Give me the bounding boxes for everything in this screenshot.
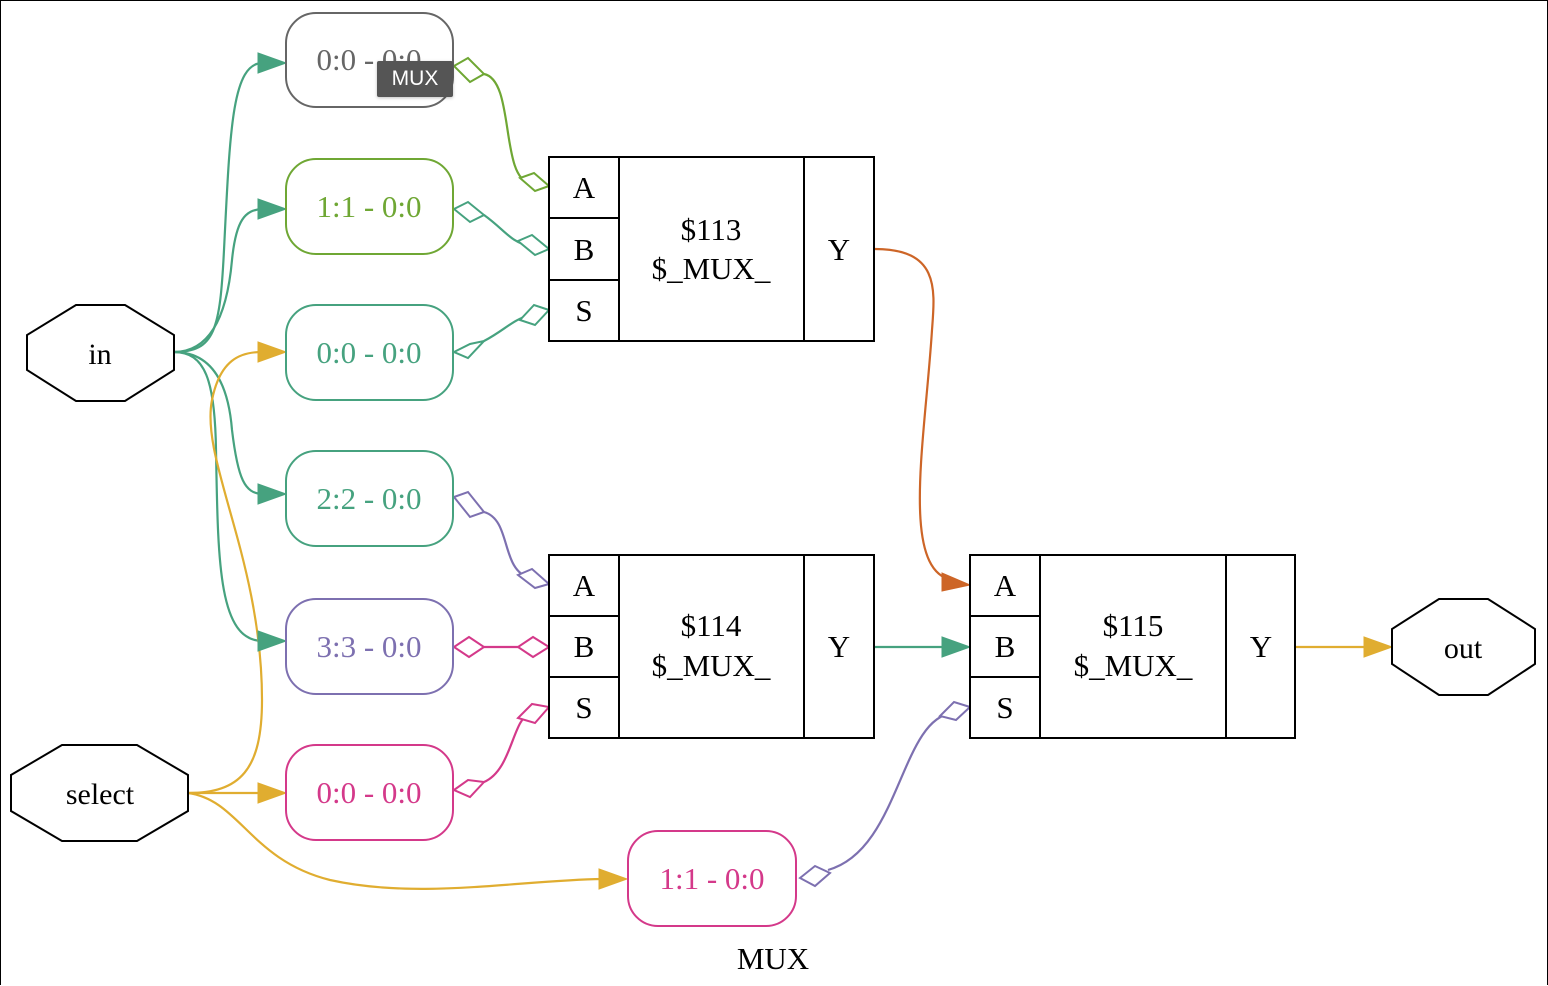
slice-node-5-label: 3:3 - 0:0: [316, 629, 421, 664]
slice-node-2-shape: [285, 158, 454, 255]
port-out-label: out: [1444, 632, 1483, 665]
edge-select-to-slice-3: [187, 350, 264, 795]
cell-114-port-a: A: [573, 568, 596, 603]
slice-node-5-shape: [285, 598, 454, 695]
edge-slice-6-to-c114-s: [483, 711, 531, 784]
arrowheads: [257, 52, 1394, 890]
slice-node-2[interactable]: 1:1 - 0:0: [285, 158, 454, 255]
edge-slice-4-to-c114-a: [483, 510, 531, 580]
diamond-icon: [518, 303, 551, 327]
diamond-tails: [451, 56, 972, 888]
slice-node-3-label: 0:0 - 0:0: [316, 335, 421, 370]
slice-node-4-shape: [285, 450, 454, 547]
diamond-icon: [516, 635, 551, 659]
edge-in-to-slice-2: [173, 207, 263, 354]
cell-114[interactable]: A B S $114 $_MUX_ Y: [548, 554, 875, 739]
port-in-shape: [26, 304, 175, 402]
arrowhead-icon: [257, 198, 288, 220]
diamond-icon: [451, 778, 487, 799]
diamond-icon: [938, 700, 972, 722]
slice-node-7[interactable]: 1:1 - 0:0: [627, 830, 797, 927]
cell-114-port-b: B: [574, 629, 595, 664]
port-out-shape: [1391, 598, 1536, 696]
edge-slice-1-to-c113-a: [483, 72, 531, 185]
diamond-icon: [452, 635, 486, 659]
diamond-icon: [516, 567, 552, 590]
port-in-label: in: [88, 338, 111, 371]
edge-slice-7-to-c115-s: [827, 711, 953, 872]
cell-113-port-a: A: [573, 170, 596, 205]
arrowhead-icon: [1363, 636, 1394, 658]
slice-node-7-shape: [627, 830, 797, 927]
cell-115-outline: [969, 554, 1296, 739]
slice-node-4-label: 2:2 - 0:0: [316, 481, 421, 516]
diamond-icon: [516, 702, 551, 725]
graph-title: MUX: [737, 941, 809, 976]
cell-113-outline: [548, 156, 875, 342]
arrowhead-icon: [257, 52, 288, 74]
arrowhead-icon: [257, 483, 288, 505]
cell-115-port-y: Y: [1250, 629, 1272, 664]
arrowhead-icon: [598, 868, 629, 890]
cell-113-type: $_MUX_: [652, 251, 771, 286]
arrowhead-icon: [257, 782, 288, 804]
edge-in-to-slice-4: [173, 350, 263, 496]
slice-node-7-label: 1:1 - 0:0: [659, 861, 764, 896]
port-out[interactable]: out: [1391, 598, 1536, 696]
cell-114-type: $_MUX_: [652, 648, 771, 683]
diamond-icon: [451, 339, 487, 360]
cell-113-port-s: S: [575, 293, 592, 328]
slice-node-4[interactable]: 2:2 - 0:0: [285, 450, 454, 547]
slice-node-3[interactable]: 0:0 - 0:0: [285, 304, 454, 401]
port-select-shape: [10, 744, 189, 842]
port-select[interactable]: select: [10, 744, 189, 842]
cell-113[interactable]: A B S $113 $_MUX_ Y: [548, 156, 875, 342]
cell-114-outline: [548, 554, 875, 739]
slice-node-6-label: 0:0 - 0:0: [316, 775, 421, 810]
cell-115-port-a: A: [994, 568, 1017, 603]
cell-113-port-b: B: [574, 232, 595, 267]
arrowhead-icon: [941, 636, 972, 658]
slice-node-2-label: 1:1 - 0:0: [316, 189, 421, 224]
diamond-icon: [798, 864, 832, 888]
cell-113-port-y: Y: [828, 232, 850, 267]
cell-113-name: $113: [681, 212, 742, 247]
cell-115-port-s: S: [996, 690, 1013, 725]
cell-115-type: $_MUX_: [1074, 648, 1193, 683]
slice-node-6-shape: [285, 744, 454, 841]
cell-114-port-s: S: [575, 690, 592, 725]
edge-in-to-slice-1: [173, 61, 263, 354]
slice-node-3-shape: [285, 304, 454, 401]
arrowhead-icon: [257, 630, 288, 652]
diamond-icon: [518, 171, 551, 193]
cell-115[interactable]: A B S $115 $_MUX_ Y: [969, 554, 1296, 739]
cell-114-port-y: Y: [828, 629, 850, 664]
cell-115-port-b: B: [995, 629, 1016, 664]
diamond-icon: [516, 233, 551, 257]
arrowhead-icon: [257, 341, 288, 363]
port-select-label: select: [66, 778, 135, 811]
cell-114-name: $114: [681, 608, 742, 643]
edge-select-to-slice-7: [187, 791, 603, 890]
edge-in-to-slice-5: [173, 350, 263, 643]
diamond-icon: [452, 200, 486, 224]
edge-c113-y-to-c115-a: [874, 247, 953, 582]
port-in[interactable]: in: [26, 304, 175, 402]
slice-node-6[interactable]: 0:0 - 0:0: [285, 744, 454, 841]
diamond-icon: [452, 56, 486, 84]
hover-tooltip: MUX: [377, 61, 453, 97]
diamond-icon: [452, 490, 486, 519]
cell-115-name: $115: [1103, 608, 1164, 643]
slice-node-5[interactable]: 3:3 - 0:0: [285, 598, 454, 695]
arrowhead-icon: [941, 572, 972, 592]
